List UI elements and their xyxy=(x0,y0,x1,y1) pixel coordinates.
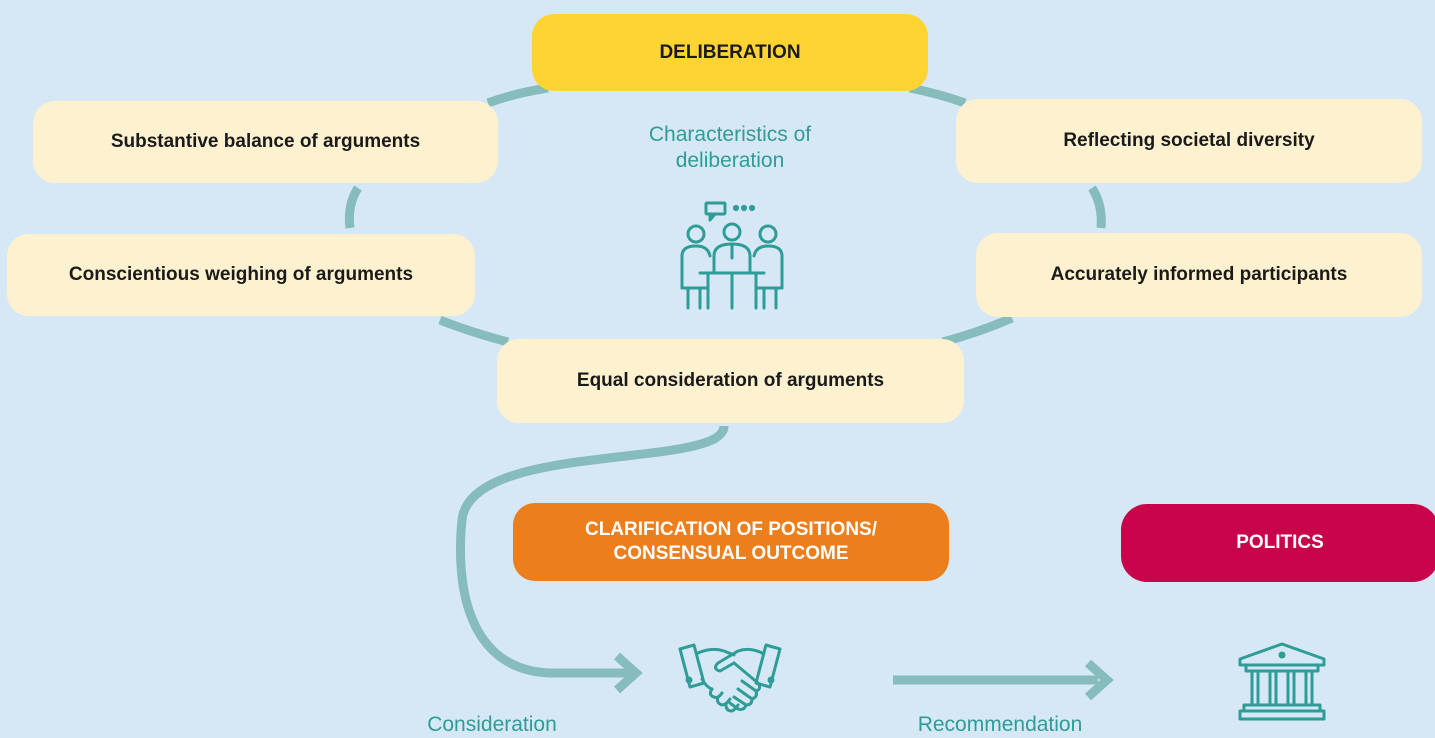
characteristic-label: Accurately informed participants xyxy=(1050,264,1348,286)
characteristics-caption: Characteristics of deliberation xyxy=(648,123,812,173)
characteristic-substantive-balance: Substantive balance of arguments xyxy=(33,101,498,183)
recommendation-label: Recommendation xyxy=(917,713,1083,736)
consideration-connector xyxy=(455,424,729,678)
outcome-title-line2: CONSENSUAL OUTCOME xyxy=(613,543,849,564)
ring-arc-top-right xyxy=(909,83,967,108)
consideration-arrowhead xyxy=(613,652,643,694)
characteristic-informed-participants: Accurately informed participants xyxy=(976,233,1422,317)
characteristic-label: Conscientious weighing of arguments xyxy=(68,264,414,286)
meeting-icon xyxy=(680,201,784,310)
ring-arc-right xyxy=(1088,185,1106,229)
consideration-label: Consideration xyxy=(427,713,557,736)
politics-box: POLITICS xyxy=(1121,504,1435,582)
government-building-icon xyxy=(1238,642,1326,721)
characteristic-label: Reflecting societal diversity xyxy=(1063,130,1315,152)
outcome-title-line1: CLARIFICATION OF POSITIONS/ xyxy=(584,519,878,541)
ring-arc-bottom-right xyxy=(941,313,1014,347)
characteristic-label: Substantive balance of arguments xyxy=(110,131,421,153)
characteristic-label: Equal consideration of arguments xyxy=(576,370,885,392)
characteristic-societal-diversity: Reflecting societal diversity xyxy=(956,99,1422,183)
handshake-icon xyxy=(678,643,782,713)
characteristic-equal-consideration: Equal consideration of arguments xyxy=(497,339,964,423)
characteristic-conscientious-weighing: Conscientious weighing of arguments xyxy=(7,234,475,316)
politics-title: POLITICS xyxy=(1236,532,1324,554)
outcome-box: CLARIFICATION OF POSITIONS/ CONSENSUAL O… xyxy=(513,503,949,581)
deliberation-header: DELIBERATION xyxy=(532,14,928,91)
ring-arc-top-left xyxy=(486,83,549,108)
ring-arc-left xyxy=(344,185,362,229)
deliberation-title: DELIBERATION xyxy=(659,41,801,63)
recommendation-arrowhead xyxy=(1084,659,1114,701)
ring-arc-bottom-left xyxy=(438,315,510,347)
